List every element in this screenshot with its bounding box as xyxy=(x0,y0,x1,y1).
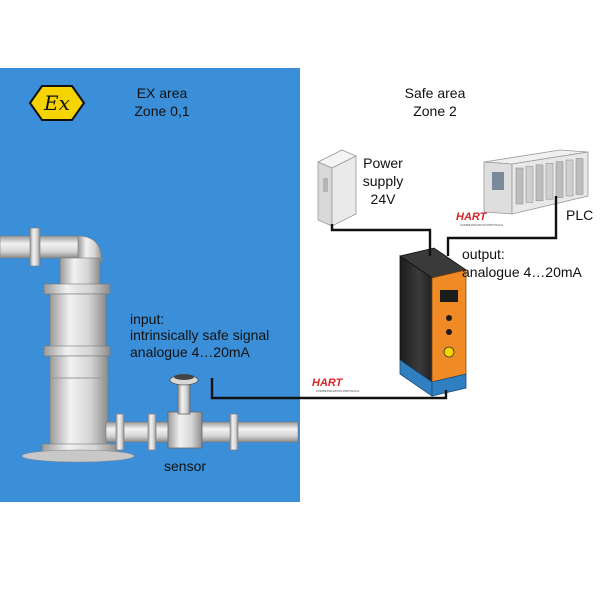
plc-rack xyxy=(483,149,589,215)
ex-area-title: EX area xyxy=(136,85,188,101)
sensor-label: sensor xyxy=(164,458,207,474)
plc-module xyxy=(555,161,564,198)
power-supply-label-1: Power xyxy=(363,155,403,171)
hart-logo-subtext: COMMUNICATION PROTOCOL xyxy=(460,223,504,227)
output-label-2: analogue 4…20mA xyxy=(462,264,582,280)
plc-module xyxy=(525,166,534,203)
hart-logo-text: HART xyxy=(312,377,344,389)
ex-warning-icon: Ex xyxy=(28,85,86,121)
ex-symbol-text: Ex xyxy=(43,91,70,115)
hart-logo-text: HART xyxy=(456,211,488,223)
input-label-2: intrinsically safe signal xyxy=(130,327,270,343)
signal-wiring xyxy=(210,196,558,400)
plc-module xyxy=(535,164,544,202)
input-label-3: analogue 4…20mA xyxy=(130,344,250,360)
sensor-device xyxy=(167,374,203,449)
hart-logo-output: HART COMMUNICATION PROTOCOL xyxy=(456,211,504,227)
safe-area-title: Safe area xyxy=(404,85,466,101)
plc-module xyxy=(565,159,574,197)
hart-logo-subtext: COMMUNICATION PROTOCOL xyxy=(316,389,360,393)
power-supply-label-3: 24V xyxy=(370,191,396,207)
input-label-1: input: xyxy=(130,311,165,327)
power-supply-label-2: supply xyxy=(362,173,404,189)
plc-label: PLC xyxy=(566,207,594,223)
plc-module xyxy=(575,158,584,195)
plc-module xyxy=(515,167,524,205)
process-pipeline xyxy=(0,227,299,463)
isolator-device xyxy=(399,247,467,397)
power-supply-unit xyxy=(317,149,357,227)
ex-area-zone: Zone 0,1 xyxy=(134,103,190,119)
output-label-1: output: xyxy=(462,246,505,262)
plc-module xyxy=(545,162,554,200)
hart-logo-input: HART COMMUNICATION PROTOCOL xyxy=(312,377,360,393)
safe-area-zone: Zone 2 xyxy=(413,103,457,119)
